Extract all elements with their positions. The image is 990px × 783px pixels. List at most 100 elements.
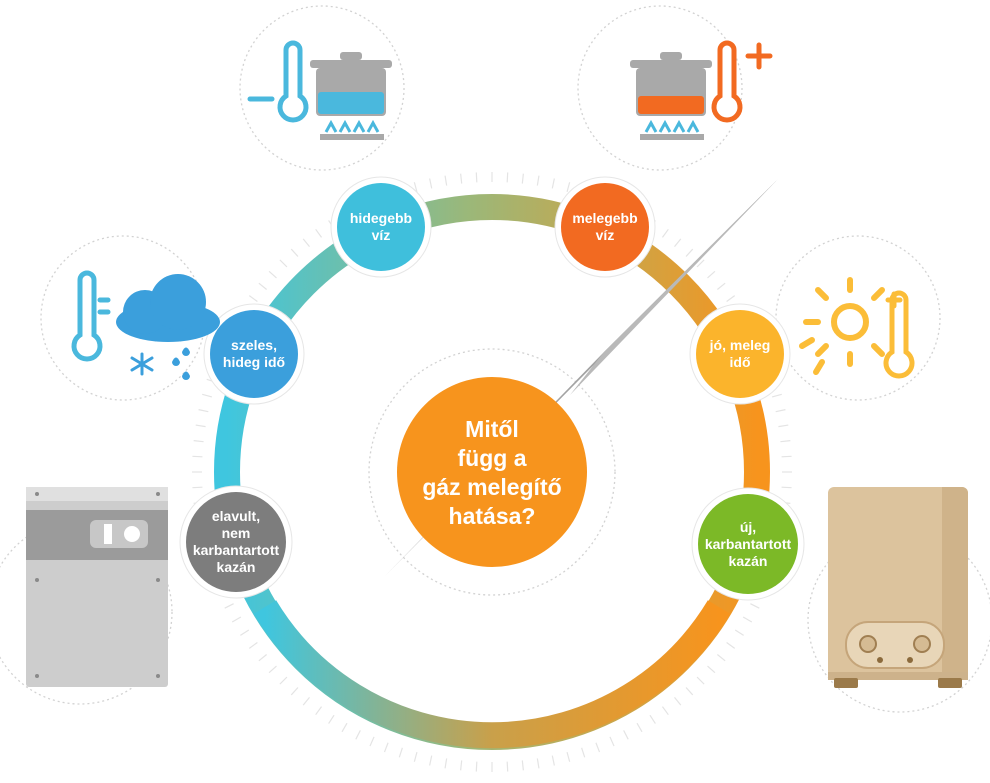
holder-cold-water (239, 5, 405, 171)
dial-tick (685, 687, 694, 696)
dial-tick (742, 616, 753, 623)
dial-tick (224, 603, 234, 609)
dial-tick (192, 455, 203, 458)
dial-tick (268, 270, 277, 279)
factor-badges (179, 176, 805, 601)
dial-tick (536, 758, 540, 769)
dial-tick (696, 259, 705, 268)
center-question: Mitől függ a gáz melegítő hatása? (422, 416, 562, 529)
badge-old-boiler (186, 492, 286, 592)
dial-tick (674, 238, 682, 248)
dial-tick (475, 761, 478, 772)
dial-tick (315, 706, 323, 716)
badge-windy-weather (210, 310, 298, 398)
badge-warm-weather (696, 310, 784, 398)
gauge-needle-shade (570, 179, 778, 395)
dial-tick (383, 742, 389, 753)
snowflake-icon (130, 352, 154, 376)
holder-warm-water (577, 5, 743, 171)
label-warm-water: melegebb víz (572, 210, 638, 243)
dial-tick (581, 747, 586, 758)
dial-tick (716, 282, 726, 290)
dial-tick (290, 248, 299, 257)
dial-tick (674, 696, 682, 706)
dial-tick (551, 755, 555, 766)
dial-tick (429, 755, 433, 766)
cold-thermometer-icon (247, 40, 309, 123)
dial-tick (781, 455, 792, 458)
dial-tick (726, 295, 736, 303)
dial-tick (444, 175, 448, 186)
dial-tick (369, 736, 375, 747)
dial-tick (240, 629, 250, 636)
dial-tick (413, 751, 418, 762)
dial-tick (302, 696, 310, 706)
old-boiler-icon (26, 487, 168, 687)
main-ring-bottom (253, 600, 731, 749)
dial-tick (734, 629, 744, 636)
dial-tick (661, 228, 669, 238)
new-boiler-icon (828, 487, 968, 688)
badge-cold-water (337, 183, 425, 271)
dial-tick (595, 742, 601, 753)
dial-tick (685, 248, 694, 257)
cold-weather-thermometer-icon (71, 270, 111, 362)
dial-tick (193, 440, 204, 443)
dial-tick (506, 172, 509, 183)
dial-tick (398, 747, 403, 758)
dial-tick (609, 736, 615, 747)
dial-tick (202, 393, 213, 398)
dial-tick (248, 641, 258, 649)
hot-thermometer-icon (711, 40, 773, 123)
dial-tick (475, 172, 478, 183)
dial-tick (413, 182, 418, 193)
label-windy-weather: szeles, hideg idő (222, 337, 286, 370)
label-old-boiler: elavult, nem karbantartott kazán (192, 508, 280, 575)
dial-tick (521, 760, 524, 771)
dial-tick (192, 486, 203, 489)
cold-pot-icon (310, 52, 392, 140)
dial-tick (707, 270, 716, 279)
holder-warm-weather (775, 235, 941, 401)
dial-tick (302, 238, 310, 248)
dial-tick (781, 486, 792, 489)
sun-icon (799, 277, 885, 375)
dial-tick (198, 409, 209, 413)
dial-tick (231, 616, 242, 623)
dial-tick (258, 282, 268, 290)
dial-tick (726, 641, 736, 649)
dial-tick (716, 654, 726, 662)
badge-new-boiler (698, 494, 798, 594)
dial-tick (341, 722, 348, 733)
dial-tick (506, 761, 509, 772)
dial-tick (444, 758, 448, 769)
dial-tick (771, 393, 782, 398)
dial-tick (566, 751, 571, 762)
warm-thermometer-icon (883, 290, 915, 379)
dial-tick (521, 173, 524, 184)
dial-tick (258, 654, 268, 662)
holder-old-boiler (0, 519, 173, 705)
dial-tick (649, 714, 656, 724)
dial-tick (279, 259, 288, 268)
dial-tick (696, 676, 705, 685)
holder-center (368, 348, 616, 596)
dial-tick (460, 173, 463, 184)
dial-tick (551, 178, 555, 189)
dial-tick (775, 409, 786, 413)
hot-pot-icon (630, 52, 712, 140)
dial-tick (248, 295, 258, 303)
dial-tick (429, 178, 433, 189)
dial-tick (623, 730, 629, 740)
dial-tick (636, 722, 643, 733)
dial-tick (268, 665, 277, 674)
dial-tick (328, 714, 335, 724)
label-new-boiler: új, karbantartott kazán (704, 518, 792, 569)
label-cold-water: hidegebb víz (349, 210, 413, 243)
dial-tick (707, 665, 716, 674)
dial-tick (279, 676, 288, 685)
dial-tick (290, 687, 299, 696)
dial-tick (195, 424, 206, 428)
dial-tick (566, 182, 571, 193)
